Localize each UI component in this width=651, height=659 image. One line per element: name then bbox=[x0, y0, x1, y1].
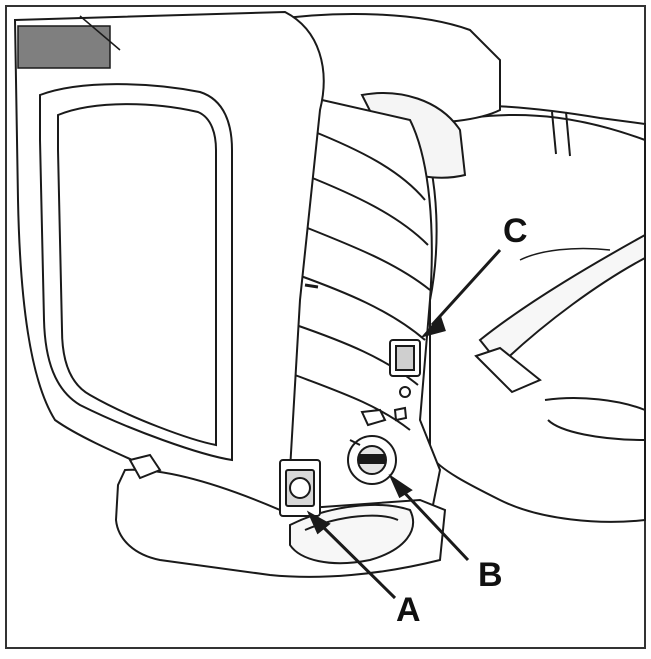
arrow-c-head bbox=[420, 315, 446, 338]
callout-b: B bbox=[478, 556, 503, 594]
arrow-b-line bbox=[398, 486, 470, 562]
harness-strap bbox=[397, 104, 646, 523]
front-panel bbox=[13, 10, 325, 512]
callout-c: C bbox=[503, 212, 528, 250]
leader-arrows bbox=[306, 248, 502, 600]
knob-b bbox=[347, 406, 408, 485]
arrow-a-head bbox=[306, 510, 331, 535]
arrow-c-line bbox=[430, 248, 502, 327]
badge-leader-line bbox=[79, 15, 121, 51]
switch-c bbox=[389, 339, 421, 398]
model-badge bbox=[17, 25, 111, 69]
callout-a: A bbox=[396, 591, 421, 629]
port-a-socket bbox=[279, 459, 321, 517]
arrow-b-head bbox=[388, 473, 413, 499]
arrow-a-line bbox=[316, 520, 397, 600]
